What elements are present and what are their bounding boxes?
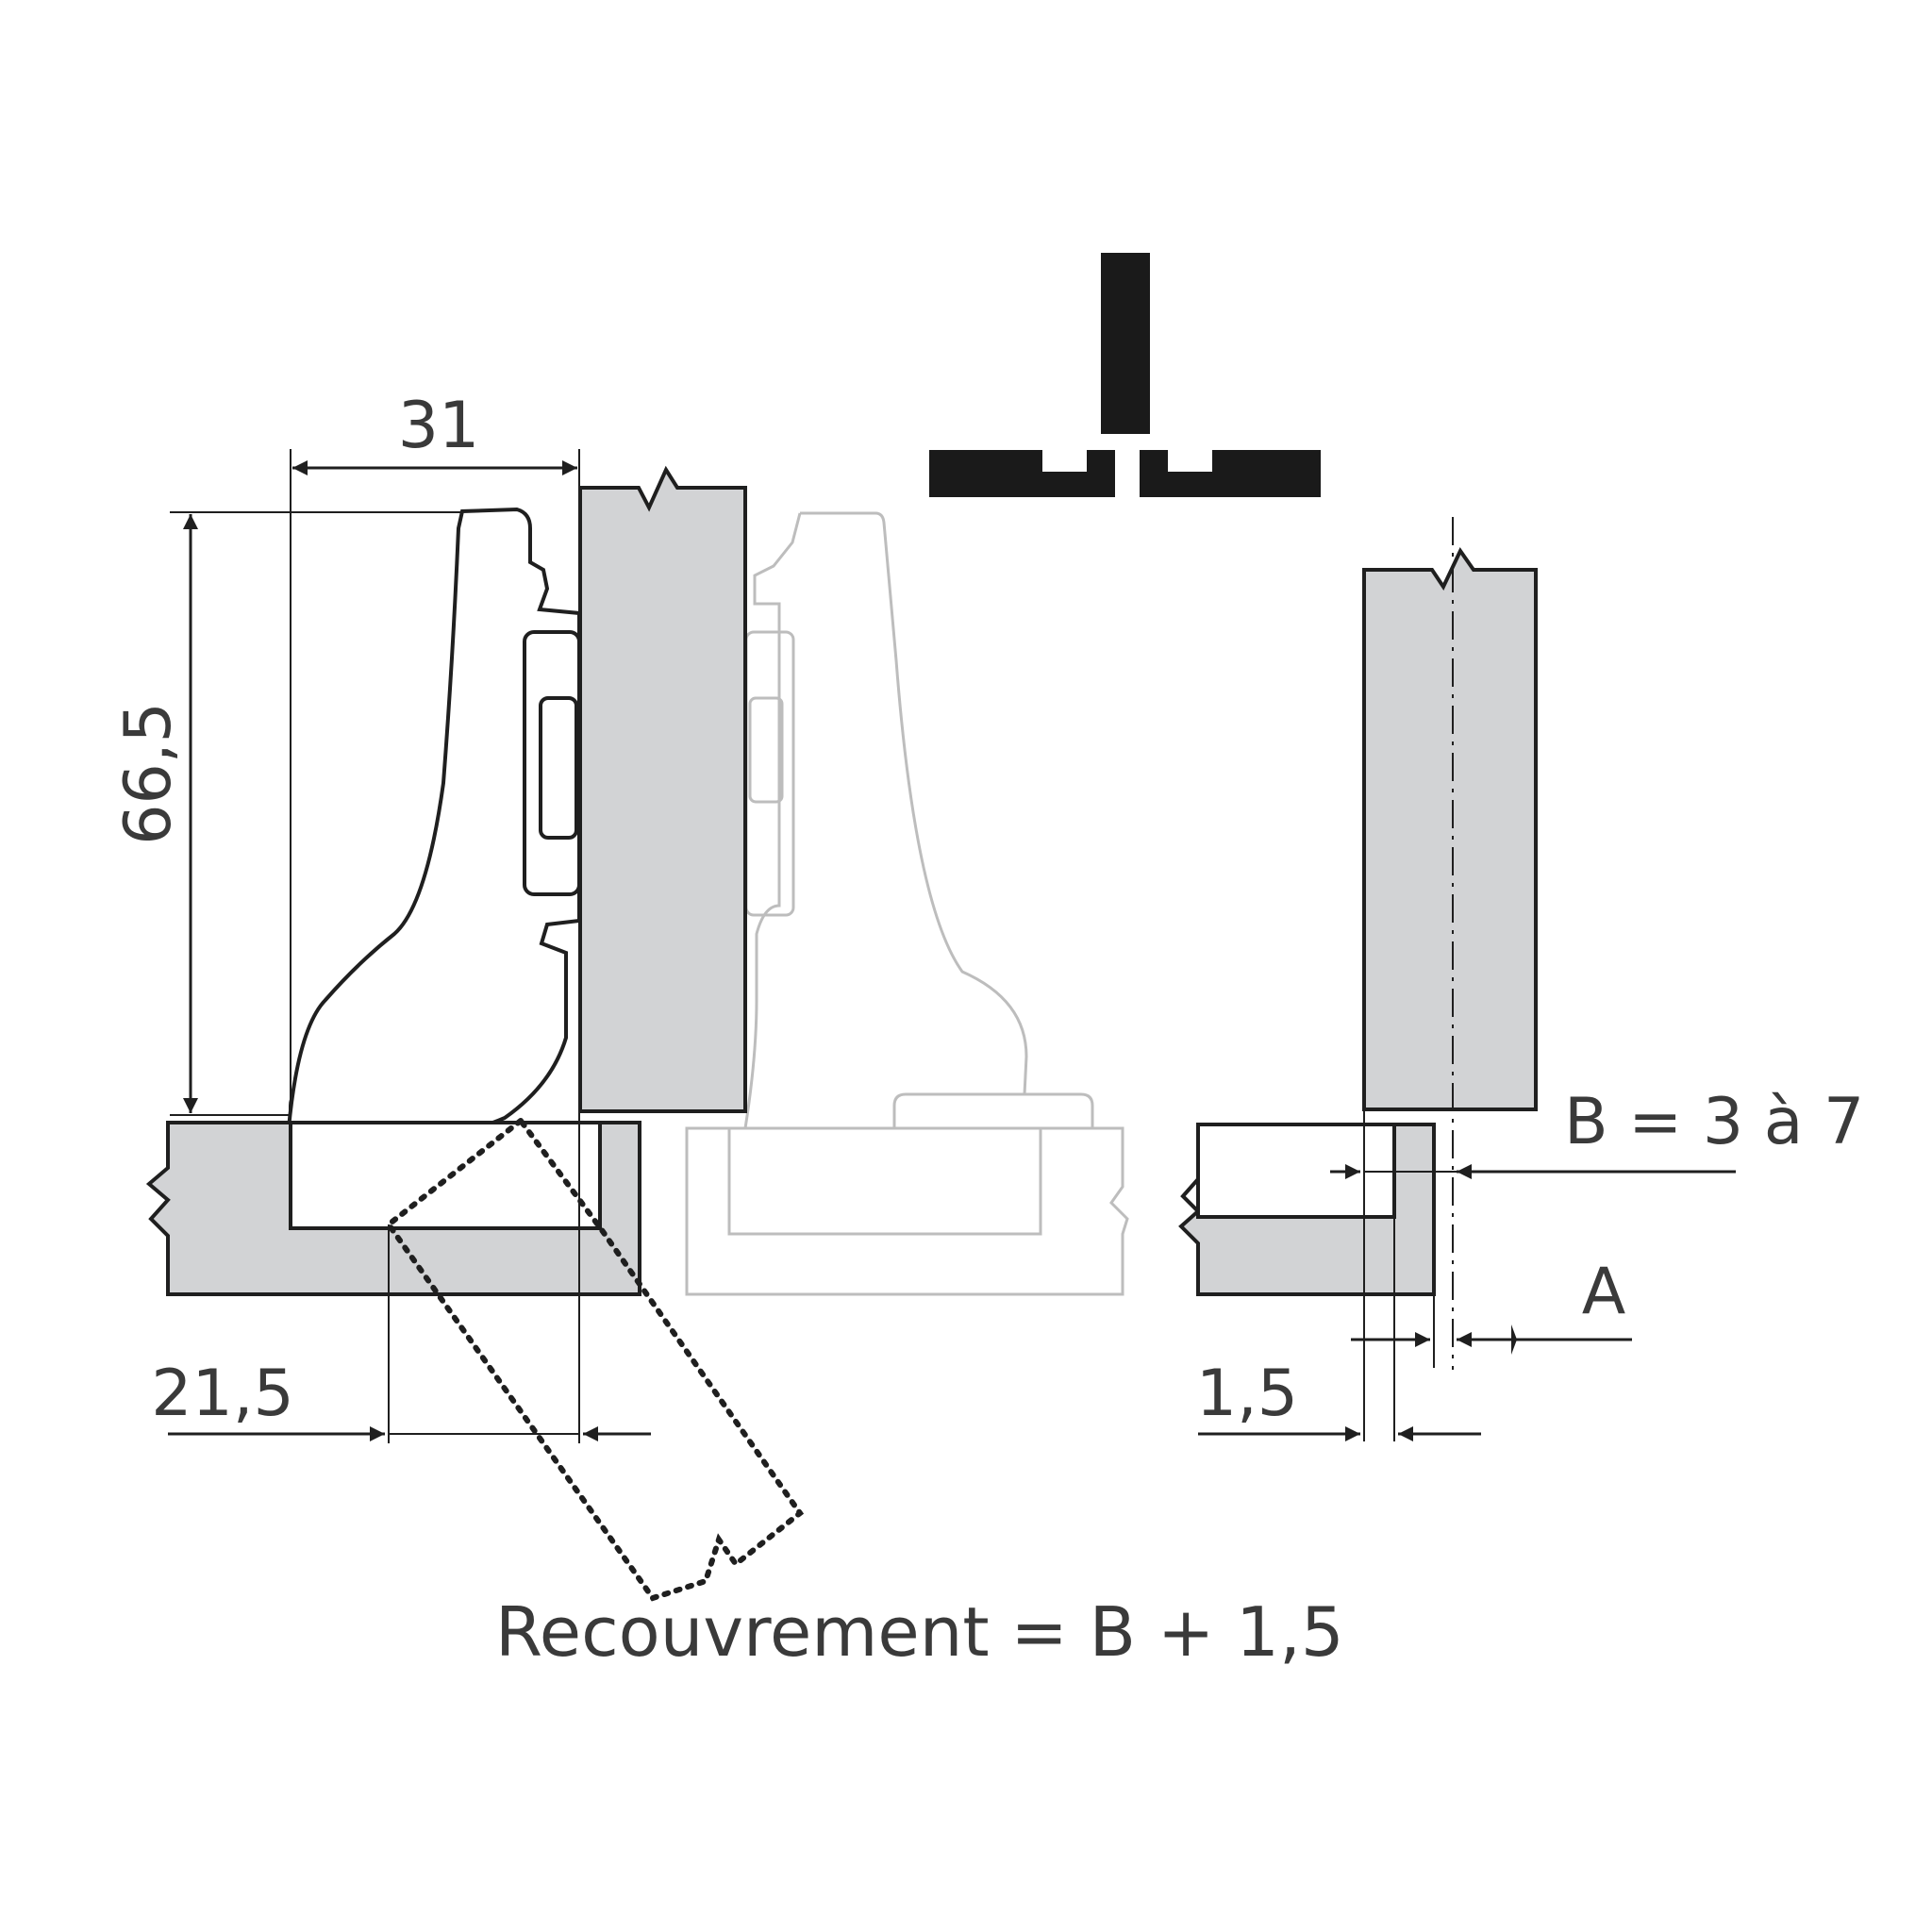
dimension-height-label: 66,5: [111, 702, 186, 844]
dimension-width-label: 31: [398, 389, 480, 463]
dimension-a-label: A: [1582, 1255, 1626, 1329]
dimension-a: A: [1351, 1255, 1632, 1355]
cup-bore: [289, 1121, 602, 1230]
dimension-height: 66,5: [111, 511, 462, 1116]
dimension-depth: 21,5: [151, 1128, 651, 1443]
dimension-offset-label: 1,5: [1196, 1357, 1298, 1431]
dimension-b-label: B = 3 à 7: [1564, 1085, 1864, 1159]
dimension-width: 31: [290, 389, 580, 1128]
dimension-depth-label: 21,5: [151, 1357, 293, 1431]
dimension-offset: 1,5: [1196, 1357, 1481, 1441]
hinge-type-symbol: [929, 253, 1321, 497]
open-door-outline: [384, 1118, 805, 1602]
hinge-body: [286, 507, 581, 1130]
detail-view: B = 3 à 7 A 1,5: [1178, 517, 1864, 1441]
overlay-formula-caption: Recouvrement = B + 1,5: [495, 1592, 1344, 1672]
detail-door-panel: [1362, 547, 1538, 1111]
door-panel: [578, 465, 747, 1113]
dimension-b: B = 3 à 7: [1330, 1085, 1864, 1179]
detail-panel-cutout: [1180, 1123, 1396, 1219]
ghost-hinge-view: [685, 511, 1129, 1296]
